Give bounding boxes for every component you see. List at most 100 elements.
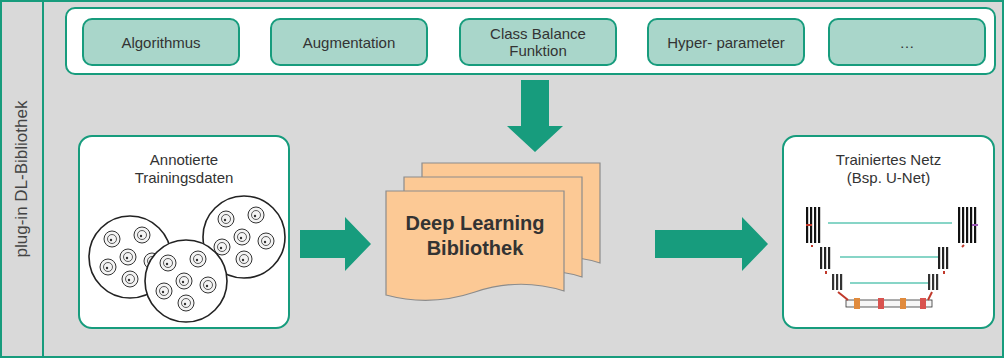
cell-dot: [240, 237, 242, 239]
cell: [234, 229, 250, 245]
cell: [100, 259, 116, 275]
node-label: plug-in DL-Bibliothek: [13, 101, 33, 258]
cell-dot: [224, 219, 226, 221]
cell: [178, 295, 194, 311]
pooling-step: [811, 245, 813, 247]
cell-dot: [206, 285, 208, 287]
pooling-step: [838, 292, 848, 300]
skip-connection: [840, 256, 940, 258]
feature-map: [836, 274, 838, 290]
skip-connection: [828, 222, 952, 224]
cell: [120, 249, 136, 265]
cell-dot: [166, 263, 168, 265]
pooling-step: [928, 292, 932, 300]
feature-map: [820, 247, 822, 269]
cell: [134, 227, 150, 243]
cell-dot: [162, 291, 164, 293]
cell-nucleus: [204, 281, 213, 290]
node-label: Class Balance Funktion: [469, 25, 607, 59]
cell: [258, 233, 274, 249]
cell-dot: [140, 235, 142, 237]
cell-nucleus: [252, 211, 261, 220]
parameter-box: Algorithmus: [82, 18, 240, 66]
pooling-step: [825, 271, 827, 274]
cell-dot: [196, 259, 198, 261]
cell-nucleus: [180, 277, 189, 286]
cell: [156, 283, 172, 299]
flow-arrow: [655, 217, 768, 271]
cell-dot: [254, 215, 256, 217]
strip-divider: [42, 0, 44, 358]
feature-map: [962, 207, 964, 243]
cell-nucleus: [164, 259, 173, 268]
cell-dot: [128, 279, 130, 281]
cell-nucleus: [104, 263, 113, 272]
feature-map: [900, 298, 906, 309]
cell-nucleus: [262, 237, 271, 246]
feature-map: [936, 274, 938, 290]
feature-map: [970, 207, 972, 243]
cell-nucleus: [126, 275, 135, 284]
cell-dot: [106, 267, 108, 269]
cell: [218, 211, 234, 227]
feature-map: [938, 247, 940, 269]
cell-nucleus: [222, 215, 231, 224]
input-marker: [806, 224, 812, 226]
cell-dot: [126, 257, 128, 259]
feature-map: [828, 247, 830, 269]
node-label: Deep Learning Bibliothek: [385, 211, 565, 261]
cell-nucleus: [124, 253, 133, 262]
cell-nucleus: [240, 255, 249, 264]
pooling-step: [962, 245, 964, 247]
input-arrow: [507, 80, 563, 152]
cell-nucleus: [182, 299, 191, 308]
feature-map: [932, 274, 934, 290]
node-label: Annotierte Trainingsdaten: [114, 151, 254, 187]
feature-map: [928, 274, 930, 290]
feature-map: [832, 274, 834, 290]
parameter-box: …: [828, 18, 986, 66]
sample-disc: [145, 240, 227, 322]
output-marker: [972, 224, 978, 226]
parameter-box: Hyper- parameter: [647, 18, 805, 66]
node-label: Algorithmus: [121, 34, 200, 51]
node-label: Hyper- parameter: [667, 34, 785, 51]
cell: [160, 255, 176, 271]
cell: [190, 251, 206, 267]
cell-nucleus: [138, 231, 147, 240]
parameter-box: Augmentation: [270, 18, 428, 66]
cell-nucleus: [218, 243, 227, 252]
trained-net-box: Trainiertes Netz (Bsp. U-Net): [782, 135, 995, 329]
cell: [104, 231, 120, 247]
cell-dot: [264, 241, 266, 243]
cell: [248, 207, 264, 223]
cell-dot: [220, 247, 222, 249]
feature-map: [878, 298, 884, 309]
cell: [200, 277, 216, 293]
cell-nucleus: [194, 255, 203, 264]
cell-dot: [242, 259, 244, 261]
cell: [236, 251, 252, 267]
feature-map: [946, 247, 948, 269]
cell-nucleus: [160, 287, 169, 296]
node-label: …: [900, 34, 915, 51]
feature-map: [966, 207, 968, 243]
cell: [176, 273, 192, 289]
cell-dot: [184, 303, 186, 305]
library-document: Deep Learning Bibliothek: [385, 162, 601, 302]
feature-map: [818, 207, 820, 243]
pooling-step: [943, 271, 945, 274]
skip-connection: [850, 282, 928, 284]
parameter-container: [66, 8, 995, 74]
feature-map: [824, 247, 826, 269]
cell-dot: [182, 281, 184, 283]
node-label: Trainiertes Netz (Bsp. U-Net): [818, 151, 959, 187]
feature-map: [958, 207, 960, 243]
node-label: Augmentation: [303, 34, 396, 51]
cell-nucleus: [238, 233, 247, 242]
feature-map: [854, 298, 860, 309]
training-data-box: Annotierte Trainingsdaten: [78, 135, 290, 329]
cell-dot: [110, 239, 112, 241]
cell: [122, 271, 138, 287]
